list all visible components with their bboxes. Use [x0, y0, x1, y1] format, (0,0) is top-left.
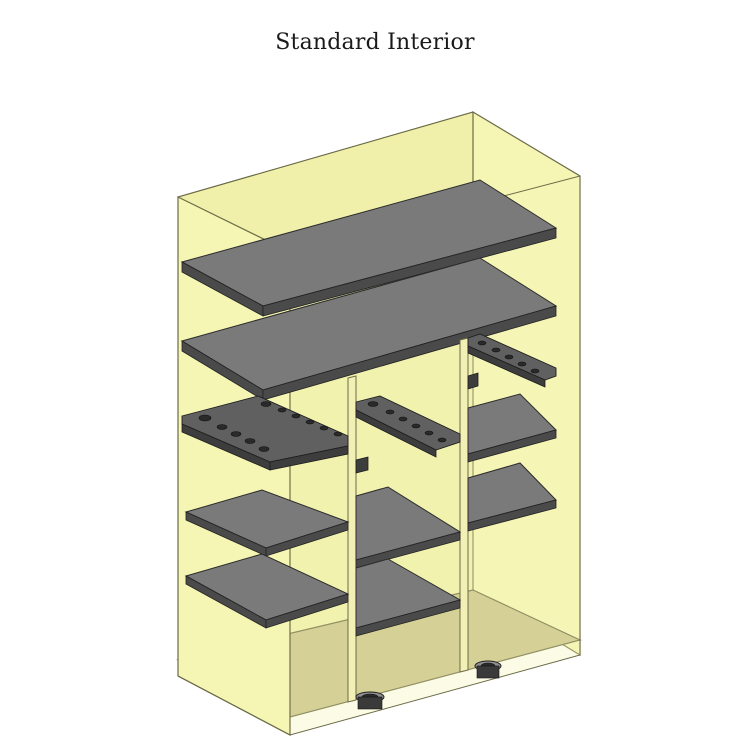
partition-left — [347, 375, 357, 703]
left-gun-rack — [181, 395, 349, 471]
floor-anchors — [355, 660, 502, 710]
right-column-shelves — [467, 393, 557, 532]
left-column-shelves — [184, 489, 350, 629]
middle-column-shelves — [355, 486, 462, 637]
top-shelf — [180, 179, 558, 317]
right-gun-rack — [467, 333, 557, 390]
second-shelf — [180, 257, 558, 401]
partition-right — [459, 337, 469, 673]
page-title: Standard Interior — [275, 30, 475, 55]
middle-gun-rack — [355, 395, 461, 474]
